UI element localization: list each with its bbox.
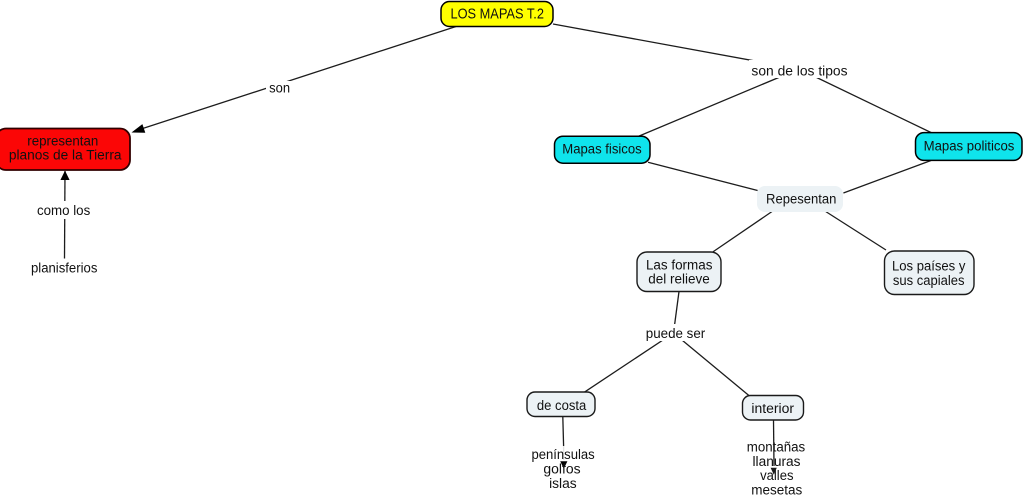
svg-text:llanuras: llanuras	[753, 454, 801, 469]
svg-text:son: son	[269, 81, 290, 96]
svg-text:planisferios: planisferios	[31, 261, 98, 276]
svg-text:golfos: golfos	[543, 462, 581, 477]
svg-text:Repesentan: Repesentan	[766, 191, 836, 206]
svg-text:penínsulas: penínsulas	[531, 447, 595, 462]
svg-text:del relieve: del relieve	[648, 272, 710, 287]
svg-text:sus capiales: sus capiales	[893, 273, 965, 288]
svg-text:Mapas fisicos: Mapas fisicos	[562, 141, 642, 156]
svg-text:planos de la Tierra: planos de la Tierra	[9, 148, 122, 163]
svg-text:mesetas: mesetas	[751, 483, 802, 498]
svg-text:montañas: montañas	[747, 439, 806, 454]
svg-text:Las formas: Las formas	[646, 257, 713, 272]
svg-text:como los: como los	[37, 203, 91, 218]
svg-text:puede ser: puede ser	[646, 326, 706, 341]
svg-text:Los países y: Los países y	[892, 258, 966, 273]
svg-text:representan: representan	[27, 133, 98, 148]
svg-text:son de los tipos: son de los tipos	[751, 64, 847, 79]
svg-text:Mapas politicos: Mapas politicos	[924, 139, 1015, 154]
svg-text:valles: valles	[760, 468, 794, 483]
svg-text:de costa: de costa	[537, 398, 587, 413]
svg-text:LOS MAPAS T.2: LOS MAPAS T.2	[450, 6, 544, 22]
svg-text:islas: islas	[549, 476, 577, 491]
svg-text:interior: interior	[751, 401, 794, 416]
